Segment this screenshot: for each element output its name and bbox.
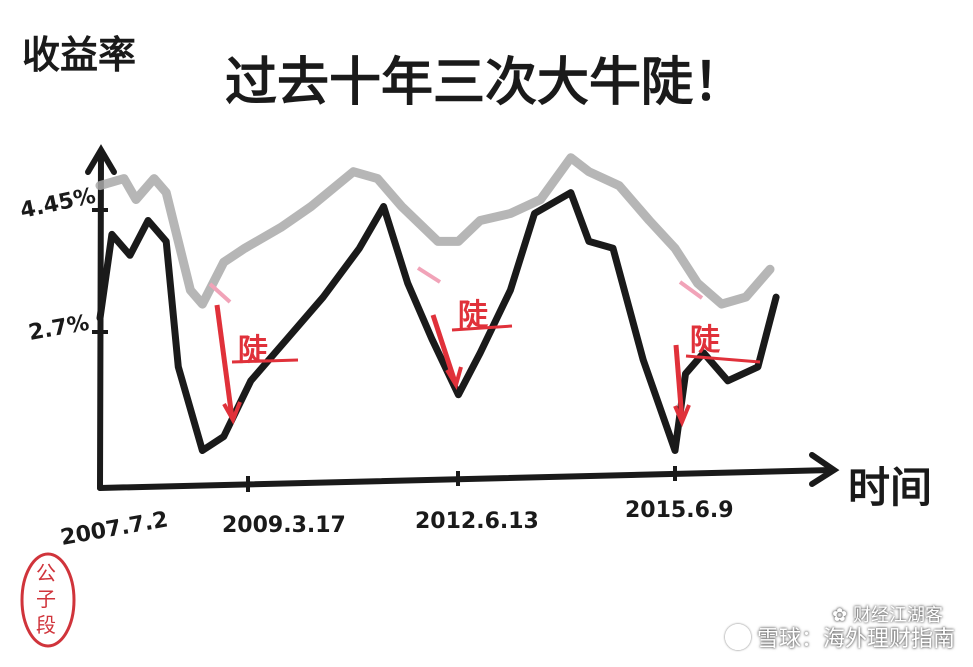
watermark-text: 雪球：海外理财指南 — [756, 627, 955, 652]
channel-name: 财经江湖客 — [853, 605, 943, 626]
watermark-channel: ✿ 财经江湖客 — [832, 601, 943, 627]
crash-arrow-red — [214, 304, 235, 419]
x-tick-marks — [246, 466, 677, 492]
crash-underline — [685, 354, 761, 364]
crash-arrow-red — [430, 314, 458, 383]
crash-underline — [451, 324, 513, 332]
y-tick-label: 2.7% — [27, 311, 91, 346]
chart-title: 过去十年三次大牛陡！ — [225, 53, 745, 113]
y-tick-label: 4.45% — [18, 184, 98, 224]
crash-annotation-2: 陡 — [416, 266, 513, 391]
y-tick-marks — [92, 208, 108, 334]
author-seal: 公 子 段 — [20, 552, 76, 648]
series-line-gray — [95, 153, 775, 309]
crash-arrow-red — [673, 344, 685, 421]
crash-annotation-3: 陡 — [673, 280, 761, 428]
x-axis-label: 时间 — [848, 463, 932, 512]
y-axis-label: 收益率 — [22, 33, 136, 77]
crash-arrow-head — [673, 404, 691, 428]
crash-arrow-head — [445, 366, 463, 391]
crash-underline — [231, 358, 299, 364]
crash-label: 陡 — [690, 323, 721, 358]
x-tick-label: 2009.3.17 — [222, 513, 346, 538]
seal-text: 公 — [36, 561, 56, 585]
x-tick-label: 2012.6.13 — [415, 509, 539, 534]
x-tick-label: 2015.6.9 — [625, 498, 734, 523]
crash-arrow-pink — [678, 280, 704, 300]
seal-text: 子 — [36, 587, 56, 611]
series-line-black — [96, 189, 780, 454]
x-axis-arrow — [809, 452, 840, 487]
watermark-site: 雪球：海外理财指南 — [724, 621, 955, 653]
snowball-logo-icon — [724, 624, 751, 650]
x-tick-label: 2007.7.2 — [59, 507, 170, 550]
crash-arrow-head — [222, 401, 242, 425]
crash-arrow-pink — [208, 282, 232, 304]
channel-icon: ✿ — [832, 605, 848, 626]
x-axis — [97, 467, 835, 491]
seal-text: 段 — [36, 613, 56, 637]
y-axis-arrow — [85, 144, 117, 175]
crash-annotation-1: 陡 — [208, 282, 299, 425]
crash-arrow-pink — [416, 266, 442, 284]
